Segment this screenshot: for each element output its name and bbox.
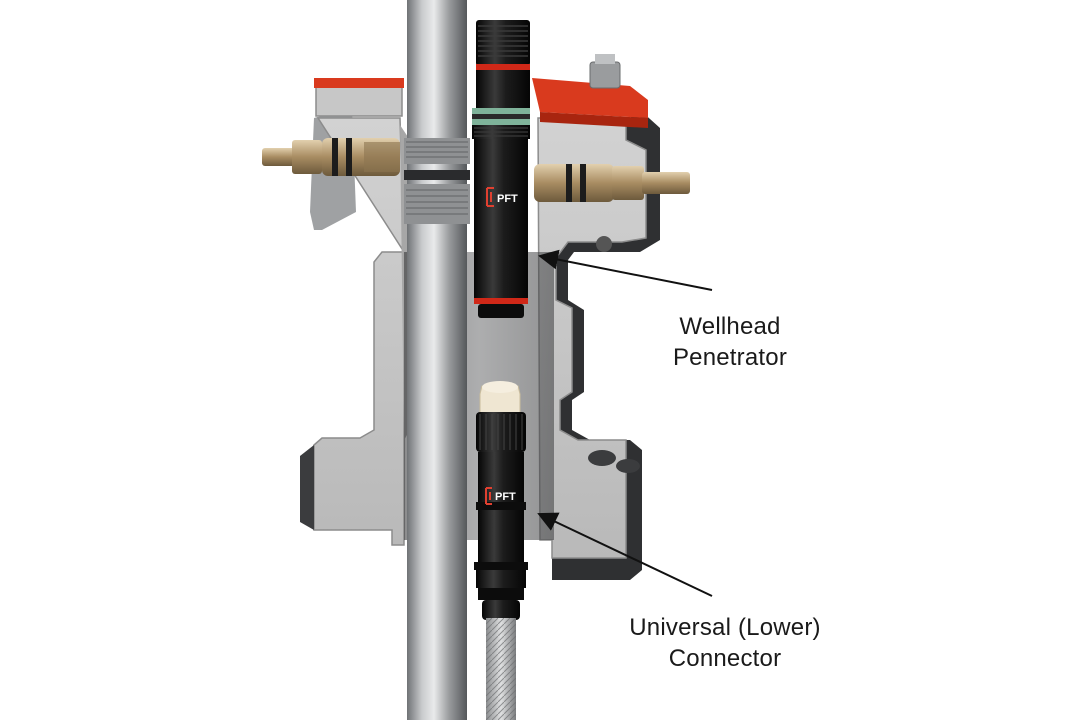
wellhead-label-line1: Wellhead [679,313,781,340]
wellhead-penetrator [472,20,530,318]
right-side-port-fitting [534,164,690,202]
lower-label-line1: Universal (Lower) [629,614,821,641]
lower-connector-arrow [537,512,713,597]
pft-logo-upper: PFT [486,187,518,207]
wellhead-penetrator-label: Wellhead Penetrator [630,311,830,373]
lower-connector-label: Universal (Lower) Connector [595,612,855,674]
universal-lower-connector [474,381,528,620]
wellhead-label-line2: Penetrator [672,344,788,371]
braided-cable [486,618,516,720]
pft-logo-lower-text: PFT [495,491,516,503]
lower-label-line2: Connector [668,645,782,672]
left-side-port-fitting [262,138,400,176]
pft-logo-lower: PFT [485,487,516,505]
production-tubing [404,0,470,720]
wellhead-body-right [532,54,660,580]
wellhead-penetrator-arrow [538,249,713,291]
pft-logo-upper-text: PFT [497,193,518,205]
